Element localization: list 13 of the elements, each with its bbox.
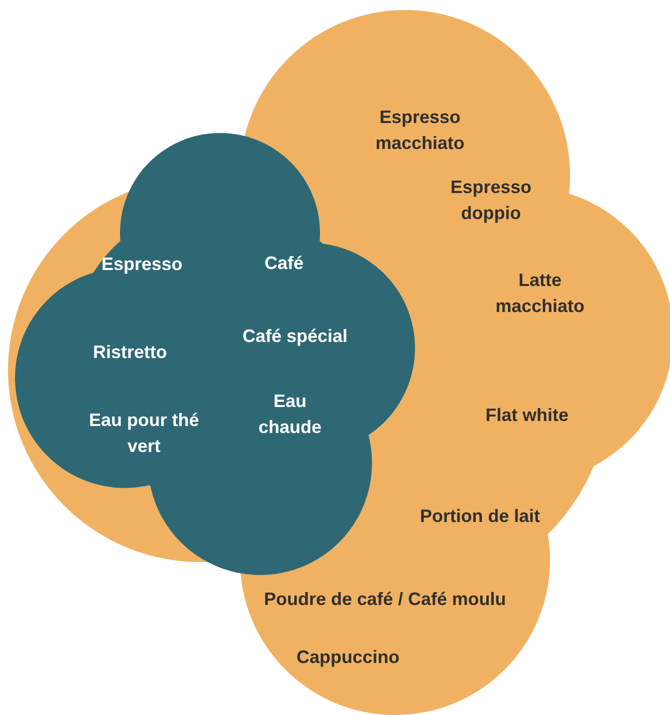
item-label: Portion de lait [420,503,540,529]
item-label: Espresso macchiato [350,104,490,156]
item-label: Espresso doppio [436,174,546,226]
item-label: Espresso [101,251,183,277]
item-label: Cappuccino [296,644,400,670]
item-label: Café [264,250,304,276]
item-label: Latte macchiato [475,267,605,319]
item-label: Café spécial [242,323,348,349]
item-label: Eau chaude [250,388,330,440]
item-label: Flat white [486,402,568,428]
item-label: Poudre de café / Café moulu [264,586,506,612]
item-label: Eau pour thé vert [84,407,204,459]
item-label: Ristretto [93,339,167,365]
